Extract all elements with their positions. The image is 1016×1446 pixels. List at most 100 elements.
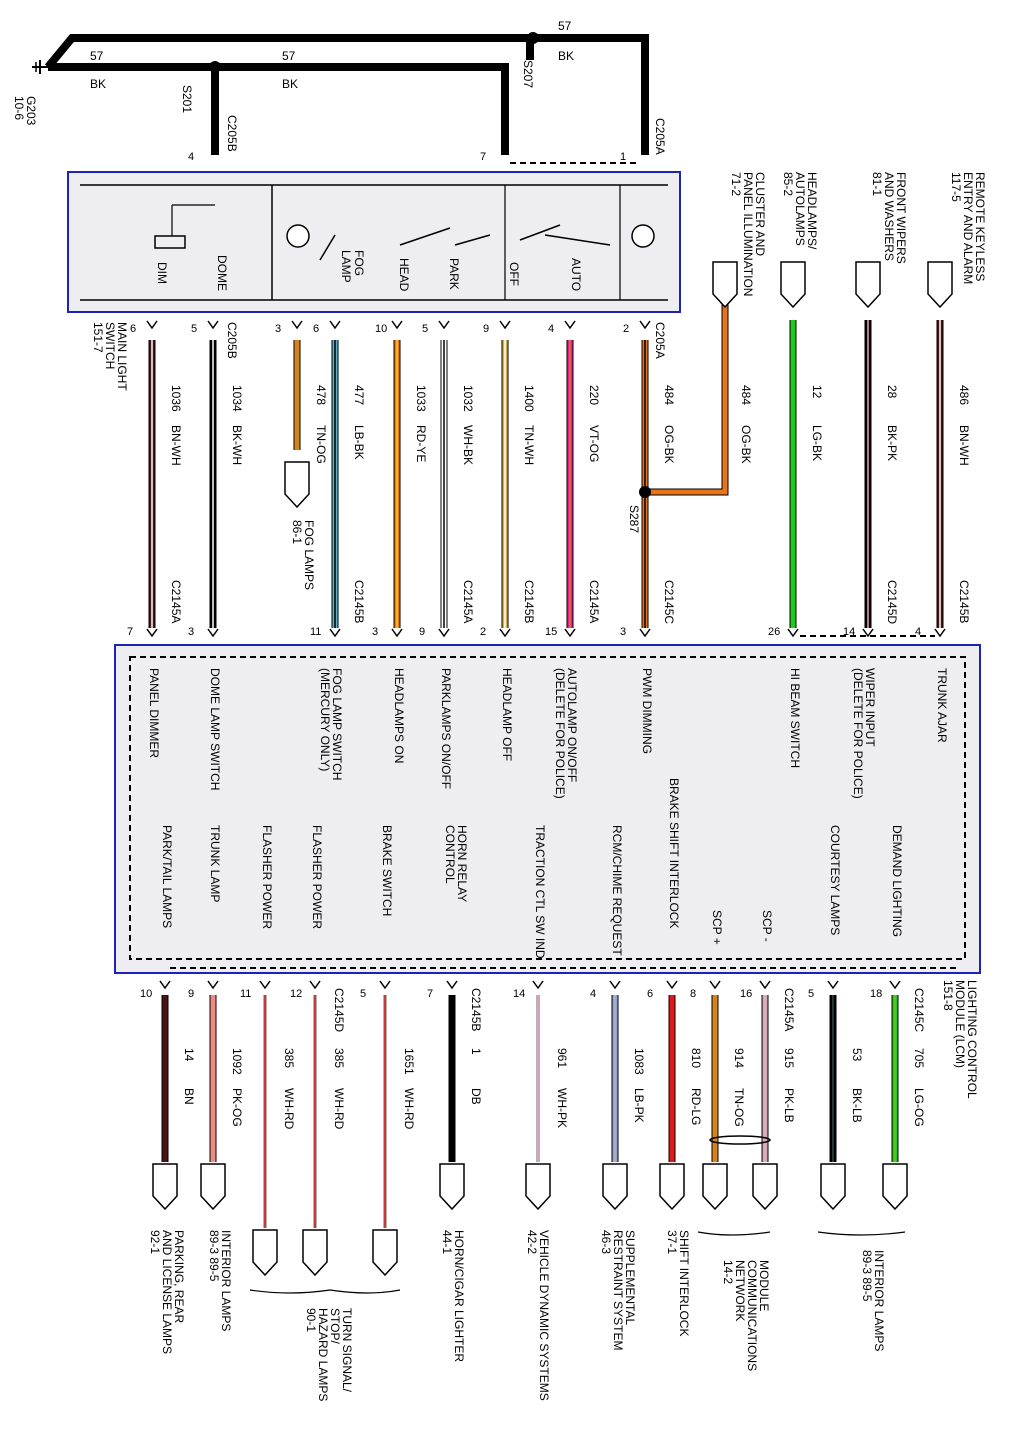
lcm-output-label: RCM/CHIME REQUEST <box>610 825 624 956</box>
wire-color-label: BN <box>182 1088 196 1105</box>
destination-label: FOG LAMPS <box>302 520 316 590</box>
pin-label: 10 <box>140 988 152 1000</box>
switch-position-label: AUTO <box>569 258 583 291</box>
wire-color-label: LB-PK <box>632 1088 646 1123</box>
wire-circuit-label: 1 <box>469 1048 483 1055</box>
pin-label: 9 <box>483 323 489 335</box>
lcm-input-label: (DELETE FOR POLICE) <box>553 668 567 799</box>
connector-chevron <box>391 320 403 330</box>
connector-icon <box>820 1163 846 1211</box>
lcm-input-label: PWM DIMMING <box>640 668 654 754</box>
destination-ref: 14-2 <box>721 1260 735 1284</box>
connector-label: C205A <box>653 118 667 155</box>
lcm-pin-label: 26 <box>768 626 780 638</box>
wire-circuit-label: 915 <box>782 1048 796 1068</box>
connector-chevron <box>309 980 321 990</box>
wire-color-label: BK-PK <box>885 425 899 461</box>
switch-contact <box>399 227 451 246</box>
splice-s201 <box>209 61 221 73</box>
wire-color-label: WH-BK <box>461 425 475 465</box>
connector-chevron <box>438 628 450 638</box>
connector-label: C205B <box>225 322 239 359</box>
lamp-icon <box>286 224 310 248</box>
connector-chevron <box>889 980 901 990</box>
source-label: PANEL ILLUMINATION <box>741 172 755 296</box>
pin-label: 2 <box>623 323 629 335</box>
destinations: PARKING, REAR AND LICENSE LAMPS 92-1 INT… <box>148 1230 906 1401</box>
source-ref: 81-1 <box>870 172 884 196</box>
wire-circuit-label: 961 <box>555 1048 569 1068</box>
wire-color-label: TN-OG <box>732 1088 746 1127</box>
lcm-input-label: HI BEAM SWITCH <box>788 668 802 768</box>
lcm-input-label: DOME LAMP SWITCH <box>208 668 222 790</box>
lcm-output-label: TRUNK LAMP <box>208 825 222 902</box>
wire-circuit-label: 57 <box>90 49 104 63</box>
wire-color-label: BK <box>90 77 106 91</box>
lcm-input-label: AUTOLAMP ON/OFF <box>565 668 579 782</box>
connector-chevron <box>787 628 799 638</box>
ground-wire-main <box>48 63 509 155</box>
connector-icon <box>602 1163 628 1211</box>
destination-label: INTERIOR LAMPS <box>872 1250 886 1351</box>
wire-circuit-label: 1033 <box>414 385 428 412</box>
wire-color-label: BK <box>558 49 574 63</box>
wire-color-label: PK-OG <box>230 1088 244 1127</box>
wire-circuit-label: 478 <box>314 385 328 405</box>
lcm-output-label: FLASHER POWER <box>260 825 274 929</box>
lcm-output-label: HORN RELAY <box>455 825 469 902</box>
ground-name: G203 <box>24 96 38 126</box>
connector-icon <box>882 1163 908 1211</box>
lcm-output-label: DEMAND LIGHTING <box>890 825 904 937</box>
switch-contact <box>454 234 491 246</box>
connector-chevron <box>759 980 771 990</box>
wire-color-label: LG-BK <box>810 425 824 461</box>
destination-ref: 42-2 <box>525 1230 539 1254</box>
switch-position-label: LAMP <box>339 250 353 283</box>
connector-chevron <box>934 628 946 638</box>
wire-circuit-label: 12 <box>810 385 824 399</box>
wire-color-label: TN-WH <box>522 425 536 465</box>
switch-contact <box>544 234 611 246</box>
pin-label: 6 <box>647 988 653 1000</box>
lcm-name: MODULE (LCM) <box>953 980 967 1068</box>
destination-label: HAZARD LAMPS <box>316 1308 330 1401</box>
connector-chevron <box>207 320 219 330</box>
twisted-pair <box>709 1135 771 1145</box>
component-name: MAIN LIGHT <box>115 322 129 391</box>
connector-icon <box>752 1163 778 1211</box>
connector-label: C2145D <box>885 580 899 624</box>
wire-circuit-label: 1400 <box>522 385 536 412</box>
wire-color-label: OG-BK <box>662 425 676 464</box>
connector-label: C2145B <box>957 580 971 623</box>
destination-ref: 90-1 <box>304 1308 318 1332</box>
wire-color-label: PK-LB <box>782 1088 796 1123</box>
pin-label: 12 <box>290 988 302 1000</box>
lcm-output-label: SCP + <box>710 910 724 945</box>
connector-label: C2145D <box>332 988 346 1032</box>
lcm-output-label: COURTESY LAMPS <box>828 825 842 935</box>
lighting-control-module: LIGHTING CONTROL MODULE (LCM) 151-8 <box>114 644 981 1099</box>
lcm-output-label: BRAKE SWITCH <box>380 825 394 916</box>
wire-circuit-label: 705 <box>912 1048 926 1068</box>
switch-box <box>67 171 681 313</box>
pin-label: 4 <box>590 988 596 1000</box>
lcm-pin-label: 9 <box>419 626 425 638</box>
pin-label: 10 <box>375 323 387 335</box>
connector-icon <box>302 1229 328 1277</box>
pin-label: 6 <box>313 323 319 335</box>
lcm-input-label: HEADLAMPS ON <box>392 668 406 763</box>
connector-chevron <box>391 628 403 638</box>
connector-chevron <box>666 980 678 990</box>
switch-position-label: FOG <box>352 250 366 276</box>
wire-circuit-label: 1034 <box>230 385 244 412</box>
connector-label: C2145C <box>662 580 676 624</box>
wire-color-label: BN-WH <box>169 425 183 466</box>
wire-color-label: VT-OG <box>587 425 601 462</box>
wire-color-label: WH-RD <box>282 1088 296 1130</box>
splice-label: S201 <box>180 85 194 113</box>
pin-label: 1 <box>620 151 626 163</box>
source-label: AUTOLAMPS <box>793 172 807 246</box>
switch-contact <box>319 234 336 261</box>
source-label: FRONT WIPERS <box>894 172 908 264</box>
lcm-pin-label: 3 <box>372 626 378 638</box>
